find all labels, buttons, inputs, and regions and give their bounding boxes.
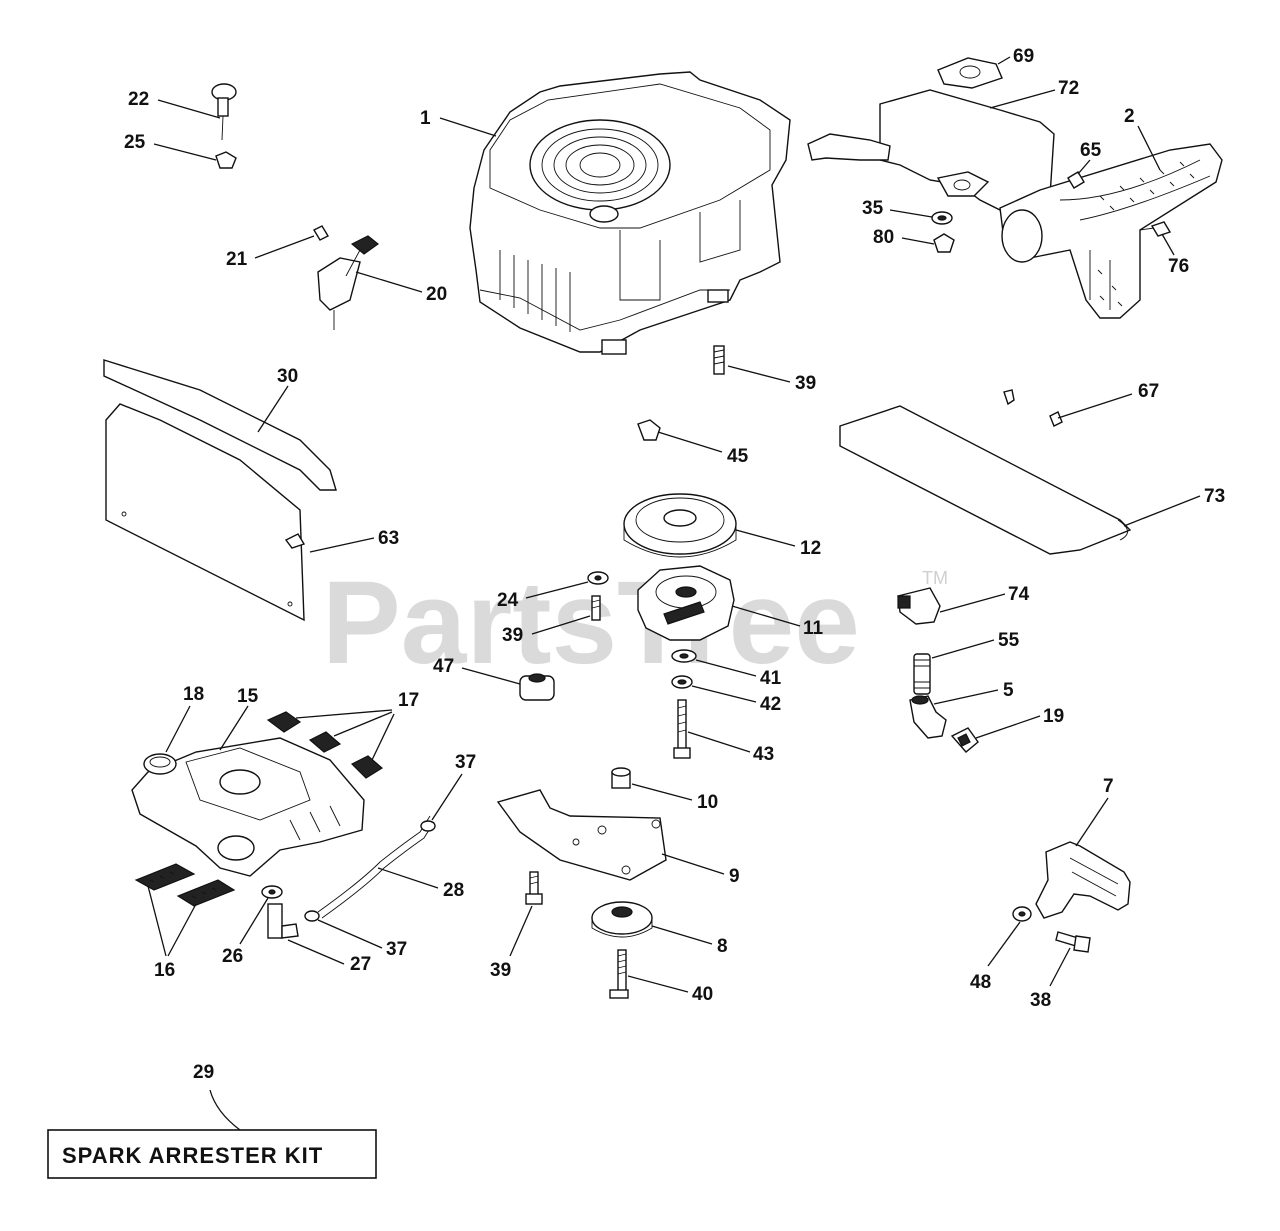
callout-27: 27	[350, 954, 371, 975]
callout-30: 30	[277, 366, 298, 387]
bracket-icon[interactable]	[1035, 841, 1131, 919]
callout-76: 76	[1168, 256, 1189, 277]
callout-26: 26	[222, 946, 243, 967]
screw-icon[interactable]	[313, 225, 329, 241]
spark-arrester-kit-label: SPARK ARRESTER KIT	[62, 1143, 323, 1168]
screw-icon[interactable]	[1003, 389, 1063, 427]
callout-17: 17	[398, 690, 419, 711]
elbow-fitting-icon[interactable]	[909, 695, 947, 739]
callout-42: 42	[760, 694, 781, 715]
callout-28: 28	[443, 880, 464, 901]
callout-63: 63	[378, 528, 399, 549]
bolt-icon[interactable]	[1055, 931, 1091, 953]
screw-icon[interactable]	[591, 595, 601, 621]
screw-icon[interactable]	[525, 871, 543, 905]
washer-icon[interactable]	[261, 885, 283, 899]
heat-shield-icon[interactable]	[999, 143, 1223, 319]
callout-37-bottom: 37	[386, 939, 407, 960]
callout-11: 11	[803, 618, 824, 639]
washer-icon[interactable]	[931, 211, 953, 225]
engine-icon[interactable]	[469, 71, 791, 355]
bolt-icon[interactable]	[1139, 221, 1172, 237]
callout-15: 15	[237, 686, 259, 707]
nipple-fitting-icon[interactable]	[913, 653, 931, 695]
callout-73: 73	[1204, 486, 1225, 507]
callout-22: 22	[128, 89, 149, 110]
callout-38: 38	[1030, 990, 1051, 1011]
mount-plate-icon[interactable]	[496, 789, 667, 881]
callout-65: 65	[1080, 140, 1102, 161]
fuel-cap-icon[interactable]	[143, 753, 177, 775]
clip-icon[interactable]	[933, 233, 955, 253]
hose-clamp-icon[interactable]	[420, 820, 436, 832]
fuel-valve-icon[interactable]	[267, 903, 299, 939]
pad-icon[interactable]	[266, 711, 384, 779]
callout-24: 24	[497, 590, 519, 611]
callout-35: 35	[862, 198, 884, 219]
screw-icon[interactable]	[713, 345, 725, 375]
fuel-line-icon[interactable]	[317, 815, 435, 919]
bolt-icon[interactable]	[609, 949, 629, 999]
callout-29: 29	[193, 1062, 214, 1083]
nut-icon[interactable]	[637, 419, 661, 441]
hose-clamp-icon[interactable]	[304, 910, 320, 922]
pulley-icon[interactable]	[591, 901, 653, 938]
callout-39-top: 39	[795, 373, 816, 394]
callout-45: 45	[727, 446, 749, 467]
callout-1: 1	[420, 108, 431, 129]
washer-icon[interactable]	[1012, 906, 1032, 922]
callout-41: 41	[760, 668, 782, 689]
pto-clutch-icon[interactable]	[637, 565, 735, 641]
callout-9: 9	[729, 866, 740, 887]
bolt-icon[interactable]	[1067, 171, 1085, 189]
callout-72: 72	[1058, 78, 1079, 99]
callout-5: 5	[1003, 680, 1014, 701]
callout-21: 21	[226, 249, 248, 270]
callout-10: 10	[697, 792, 718, 813]
throttle-control-icon[interactable]	[317, 235, 379, 330]
fuel-fitting-icon[interactable]	[897, 587, 941, 625]
deflector-plate-icon[interactable]	[839, 405, 1132, 555]
rubber-strip-icon[interactable]	[134, 863, 236, 907]
choke-knob-icon[interactable]	[211, 83, 237, 141]
callout-40: 40	[692, 984, 713, 1005]
bolt-icon[interactable]	[673, 699, 691, 759]
callout-43: 43	[753, 744, 774, 765]
spark-arrester-kit-box[interactable]: SPARK ARRESTER KIT	[47, 1129, 377, 1179]
washer-icon[interactable]	[671, 649, 697, 663]
connector-icon[interactable]	[950, 727, 979, 753]
nut-icon[interactable]	[215, 151, 237, 169]
callout-47: 47	[433, 656, 454, 677]
washer-icon[interactable]	[587, 571, 609, 585]
callout-67: 67	[1138, 381, 1159, 402]
callout-12: 12	[800, 538, 821, 559]
fuel-tank-icon[interactable]	[131, 737, 365, 877]
callout-80: 80	[873, 227, 894, 248]
watermark-trademark: TM	[922, 568, 948, 588]
callout-37-top: 37	[455, 752, 476, 773]
side-panel-icon[interactable]	[103, 359, 337, 622]
callout-48: 48	[970, 972, 991, 993]
gasket-icon[interactable]	[937, 57, 1003, 89]
callout-39-mid: 39	[502, 625, 523, 646]
pulley-icon[interactable]	[623, 493, 737, 558]
callout-20: 20	[426, 284, 447, 305]
callout-39-bottom: 39	[490, 960, 511, 981]
spacer-icon[interactable]	[611, 767, 631, 789]
callout-69: 69	[1013, 46, 1034, 67]
muffler-icon[interactable]	[807, 89, 1055, 211]
callout-18: 18	[183, 684, 204, 705]
spacer-icon[interactable]	[519, 673, 555, 701]
callout-55: 55	[998, 630, 1020, 651]
callout-2: 2	[1124, 106, 1135, 127]
callout-25: 25	[124, 132, 146, 153]
callout-8: 8	[717, 936, 728, 957]
washer-icon[interactable]	[671, 675, 693, 689]
callout-16: 16	[154, 960, 175, 981]
callout-74: 74	[1008, 584, 1030, 605]
callout-7: 7	[1103, 776, 1114, 797]
callout-19: 19	[1043, 706, 1064, 727]
